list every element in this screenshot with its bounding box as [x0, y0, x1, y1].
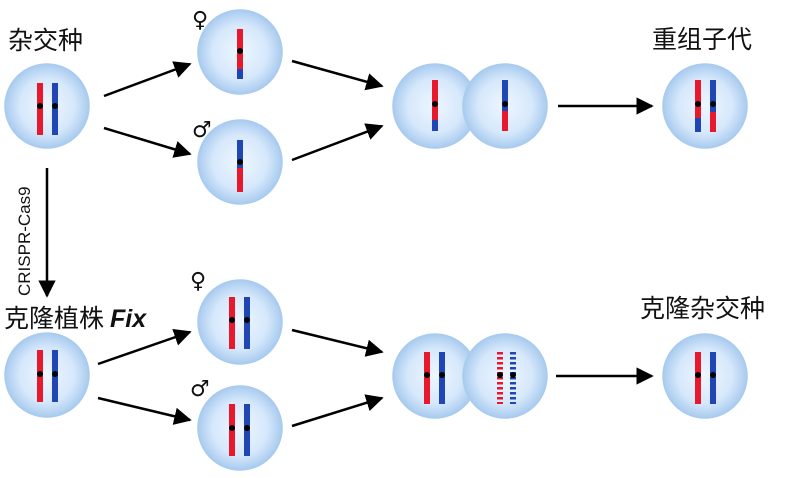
female-gamete-bottom [197, 279, 283, 365]
label-crispr: CRISPR-Cas9 [15, 186, 34, 296]
clone-plant-cell [4, 332, 90, 418]
eliminated-chromosomes [497, 352, 516, 404]
female-gamete-top [197, 9, 283, 95]
label-clone-hybrid: 克隆杂交种 [640, 294, 765, 323]
arrow-female-to-zygote-bottom [291, 328, 384, 357]
female-symbol-top: ♀ [192, 8, 208, 33]
arrow-hybrid-to-male [103, 126, 192, 158]
male-symbol-top: ♂ [192, 118, 212, 143]
hybrid-cell [4, 63, 90, 149]
male-gamete-top [197, 119, 283, 205]
arrow-male-to-zygote-bottom [291, 394, 384, 428]
zygote-top [392, 63, 548, 149]
arrow-clone-to-female [97, 328, 192, 366]
label-fix: Fix [110, 305, 147, 333]
clone-hybrid-cell [662, 333, 748, 419]
zygote-bottom [392, 333, 548, 419]
arrow-female-to-zygote [291, 59, 384, 91]
female-symbol-bottom: ♀ [190, 269, 206, 294]
male-symbol-bottom: ♂ [190, 377, 210, 402]
male-gamete-bottom [197, 385, 283, 471]
label-hybrid: 杂交种 [8, 26, 83, 55]
recombinant-offspring-cell [662, 63, 748, 149]
arrow-clone-to-male [97, 396, 192, 425]
label-recombinant-offspring: 重组子代 [652, 25, 752, 54]
arrow-hybrid-to-female [103, 61, 192, 98]
arrow-male-to-zygote [291, 123, 384, 162]
label-clone-plant: 克隆植株 [4, 304, 104, 333]
